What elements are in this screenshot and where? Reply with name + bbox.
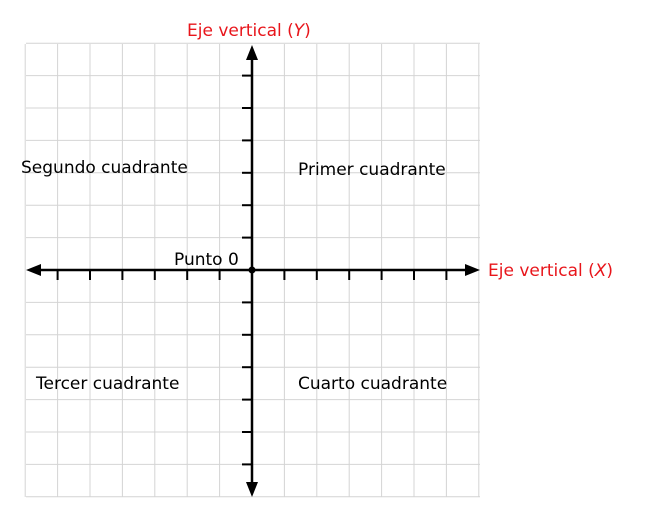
x-axis-title-close: ) [606,261,614,281]
y-axis-title: Eje vertical (Y) [187,21,311,41]
quadrant-third-label: Tercer cuadrante [36,374,180,394]
x-axis-title-text: Eje vertical ( [488,261,595,281]
arrow-down-icon [246,482,258,497]
x-axis-variable: X [594,261,607,281]
arrow-left-icon [26,264,41,276]
y-axis-variable: Y [293,21,305,41]
quadrant-fourth-label: Cuarto cuadrante [298,374,448,394]
x-axis-title: Eje vertical (X) [488,261,613,281]
y-axis-title-text: Eje vertical ( [187,21,294,41]
y-axis-title-close: ) [304,21,311,41]
quadrant-second-label: Segundo cuadrante [21,158,188,178]
origin-dot-icon [248,266,256,274]
origin-label: Punto 0 [174,250,239,270]
axes [26,45,480,497]
tick-marks [56,74,448,466]
quadrant-first-label: Primer cuadrante [298,160,446,180]
arrow-up-icon [246,45,258,60]
arrow-right-icon [465,264,480,276]
